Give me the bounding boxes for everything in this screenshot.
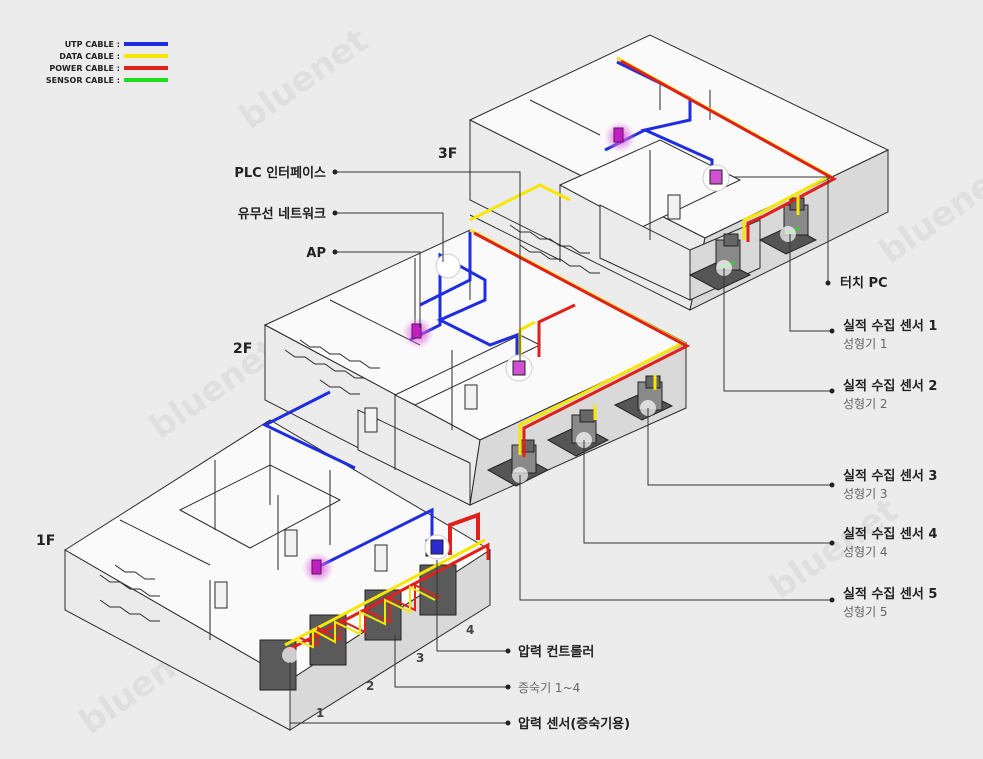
legend-item-power: POWER CABLE : [49, 64, 168, 73]
cables [261, 56, 838, 652]
pressure-sensor-label: 압력 센서(증숙기용) [518, 716, 630, 732]
sensor-5-title: 실적 수집 센서 5 [843, 586, 937, 602]
sensor-3-title: 실적 수집 센서 3 [843, 468, 937, 484]
machine-number-1: 1 [316, 706, 324, 720]
utp-cable [261, 390, 356, 470]
sensor-2-sub: 성형기 2 [843, 397, 888, 411]
access-points [302, 121, 636, 584]
sensor-4-title: 실적 수집 센서 4 [843, 526, 937, 542]
sensor-2-title: 실적 수집 센서 2 [843, 378, 937, 394]
legend-item-sensor: SENSOR CABLE : [46, 76, 168, 85]
ap-icon [311, 559, 322, 575]
door-icon [364, 407, 378, 433]
legend-label: POWER CABLE : [49, 64, 120, 73]
pressure-sensor-marker [282, 647, 298, 663]
power-cable [287, 542, 490, 652]
door-icon [374, 544, 388, 572]
machine-number-3: 3 [416, 651, 424, 665]
door-icon [667, 194, 681, 220]
legend-label: SENSOR CABLE : [46, 76, 120, 85]
data-cable [469, 183, 571, 222]
utp-cable [409, 252, 519, 360]
power-cable [537, 303, 576, 357]
sensor-5-sub: 성형기 5 [843, 605, 888, 619]
touch-pc-label: 터치 PC [840, 275, 888, 291]
pressure-controller-label: 압력 컨트롤러 [518, 644, 594, 660]
floor-label-1f: 1F [36, 533, 55, 549]
sensor-3-sub: 성형기 3 [843, 487, 888, 501]
utp-cable [419, 230, 472, 307]
sensor-4-sub: 성형기 4 [843, 545, 888, 559]
legend-item-utp: UTP CABLE : [65, 40, 168, 49]
touch-pc-icon [709, 169, 723, 185]
ap-icon [613, 127, 624, 143]
floor-label-3f: 3F [438, 146, 457, 162]
door-icon [214, 581, 228, 609]
steamer-label: 증숙기 1~4 [518, 681, 580, 695]
door-icon [284, 529, 298, 557]
network-marker [435, 253, 461, 279]
sensor-1-title: 실적 수집 센서 1 [843, 318, 937, 334]
watermark-text: bluenet [872, 155, 983, 272]
network-label: 유무선 네트워크 [238, 206, 326, 222]
legend: UTP CABLE : DATA CABLE : POWER CABLE : S… [46, 40, 168, 85]
sensor-1-marker [780, 226, 796, 242]
legend-item-data: DATA CABLE : [59, 52, 168, 61]
touch-pc-icon [512, 360, 526, 376]
legend-label: UTP CABLE : [65, 40, 120, 49]
floor-label-2f: 2F [233, 341, 252, 357]
power-cable [299, 583, 441, 647]
legend-label: DATA CABLE : [59, 52, 120, 61]
power-cable [620, 59, 838, 242]
machine-number-2: 2 [366, 679, 374, 693]
plc-interface-label: PLC 인터페이스 [234, 165, 326, 181]
watermark-text: bluenet [232, 20, 375, 137]
power-cable [448, 512, 480, 555]
machine-number-4: 4 [466, 623, 474, 637]
controller-icon [430, 539, 444, 555]
ap-icon [411, 323, 422, 339]
data-cable [294, 585, 436, 649]
sensor-1-sub: 성형기 1 [843, 337, 888, 351]
steamer-3 [364, 589, 402, 641]
utp-cable [317, 507, 434, 569]
door-icon [464, 384, 478, 410]
leader-lines [289, 169, 835, 726]
power-cable [473, 231, 691, 457]
ap-label: AP [306, 246, 326, 261]
